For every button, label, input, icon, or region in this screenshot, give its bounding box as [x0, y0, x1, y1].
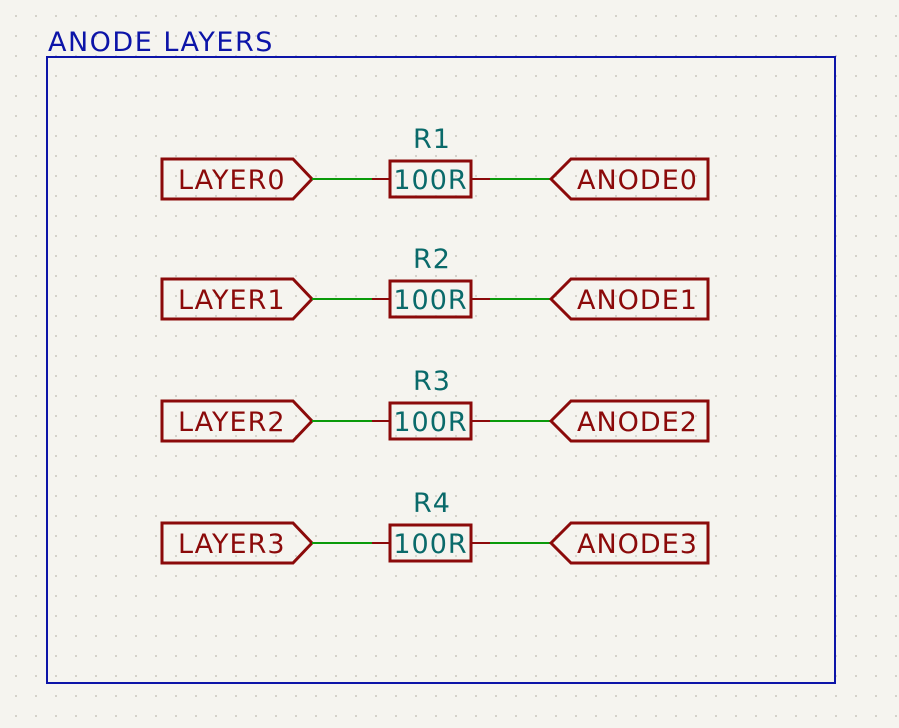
resistor-value: 100R [393, 529, 467, 560]
sheet-title: ANODE LAYERS [48, 27, 274, 58]
input-label-text: LAYER3 [178, 529, 286, 560]
resistor-value: 100R [393, 285, 467, 316]
resistor-reference: R4 [413, 488, 451, 519]
input-label-text: LAYER0 [178, 165, 286, 196]
input-label-shape[interactable] [160, 521, 315, 565]
resistor-value: 100R [393, 407, 467, 438]
output-label-text: ANODE0 [577, 165, 698, 196]
sheet-frame: ANODE LAYERS [46, 27, 836, 684]
input-label-shape[interactable] [160, 157, 315, 201]
output-label-text: ANODE3 [577, 529, 698, 560]
output-label-shape[interactable] [548, 399, 710, 443]
sheet-border [46, 56, 836, 684]
resistor-reference: R2 [413, 244, 451, 275]
input-label-shape[interactable] [160, 277, 315, 321]
input-label-text: LAYER1 [178, 285, 286, 316]
resistor-value: 100R [393, 165, 467, 196]
output-label-shape[interactable] [548, 277, 710, 321]
output-label-text: ANODE2 [577, 407, 698, 438]
input-label-text: LAYER2 [178, 407, 286, 438]
resistor-reference: R1 [413, 124, 451, 155]
output-label-shape[interactable] [548, 521, 710, 565]
input-label-shape[interactable] [160, 399, 315, 443]
resistor-reference: R3 [413, 366, 451, 397]
output-label-text: ANODE1 [577, 285, 698, 316]
output-label-shape[interactable] [548, 157, 710, 201]
